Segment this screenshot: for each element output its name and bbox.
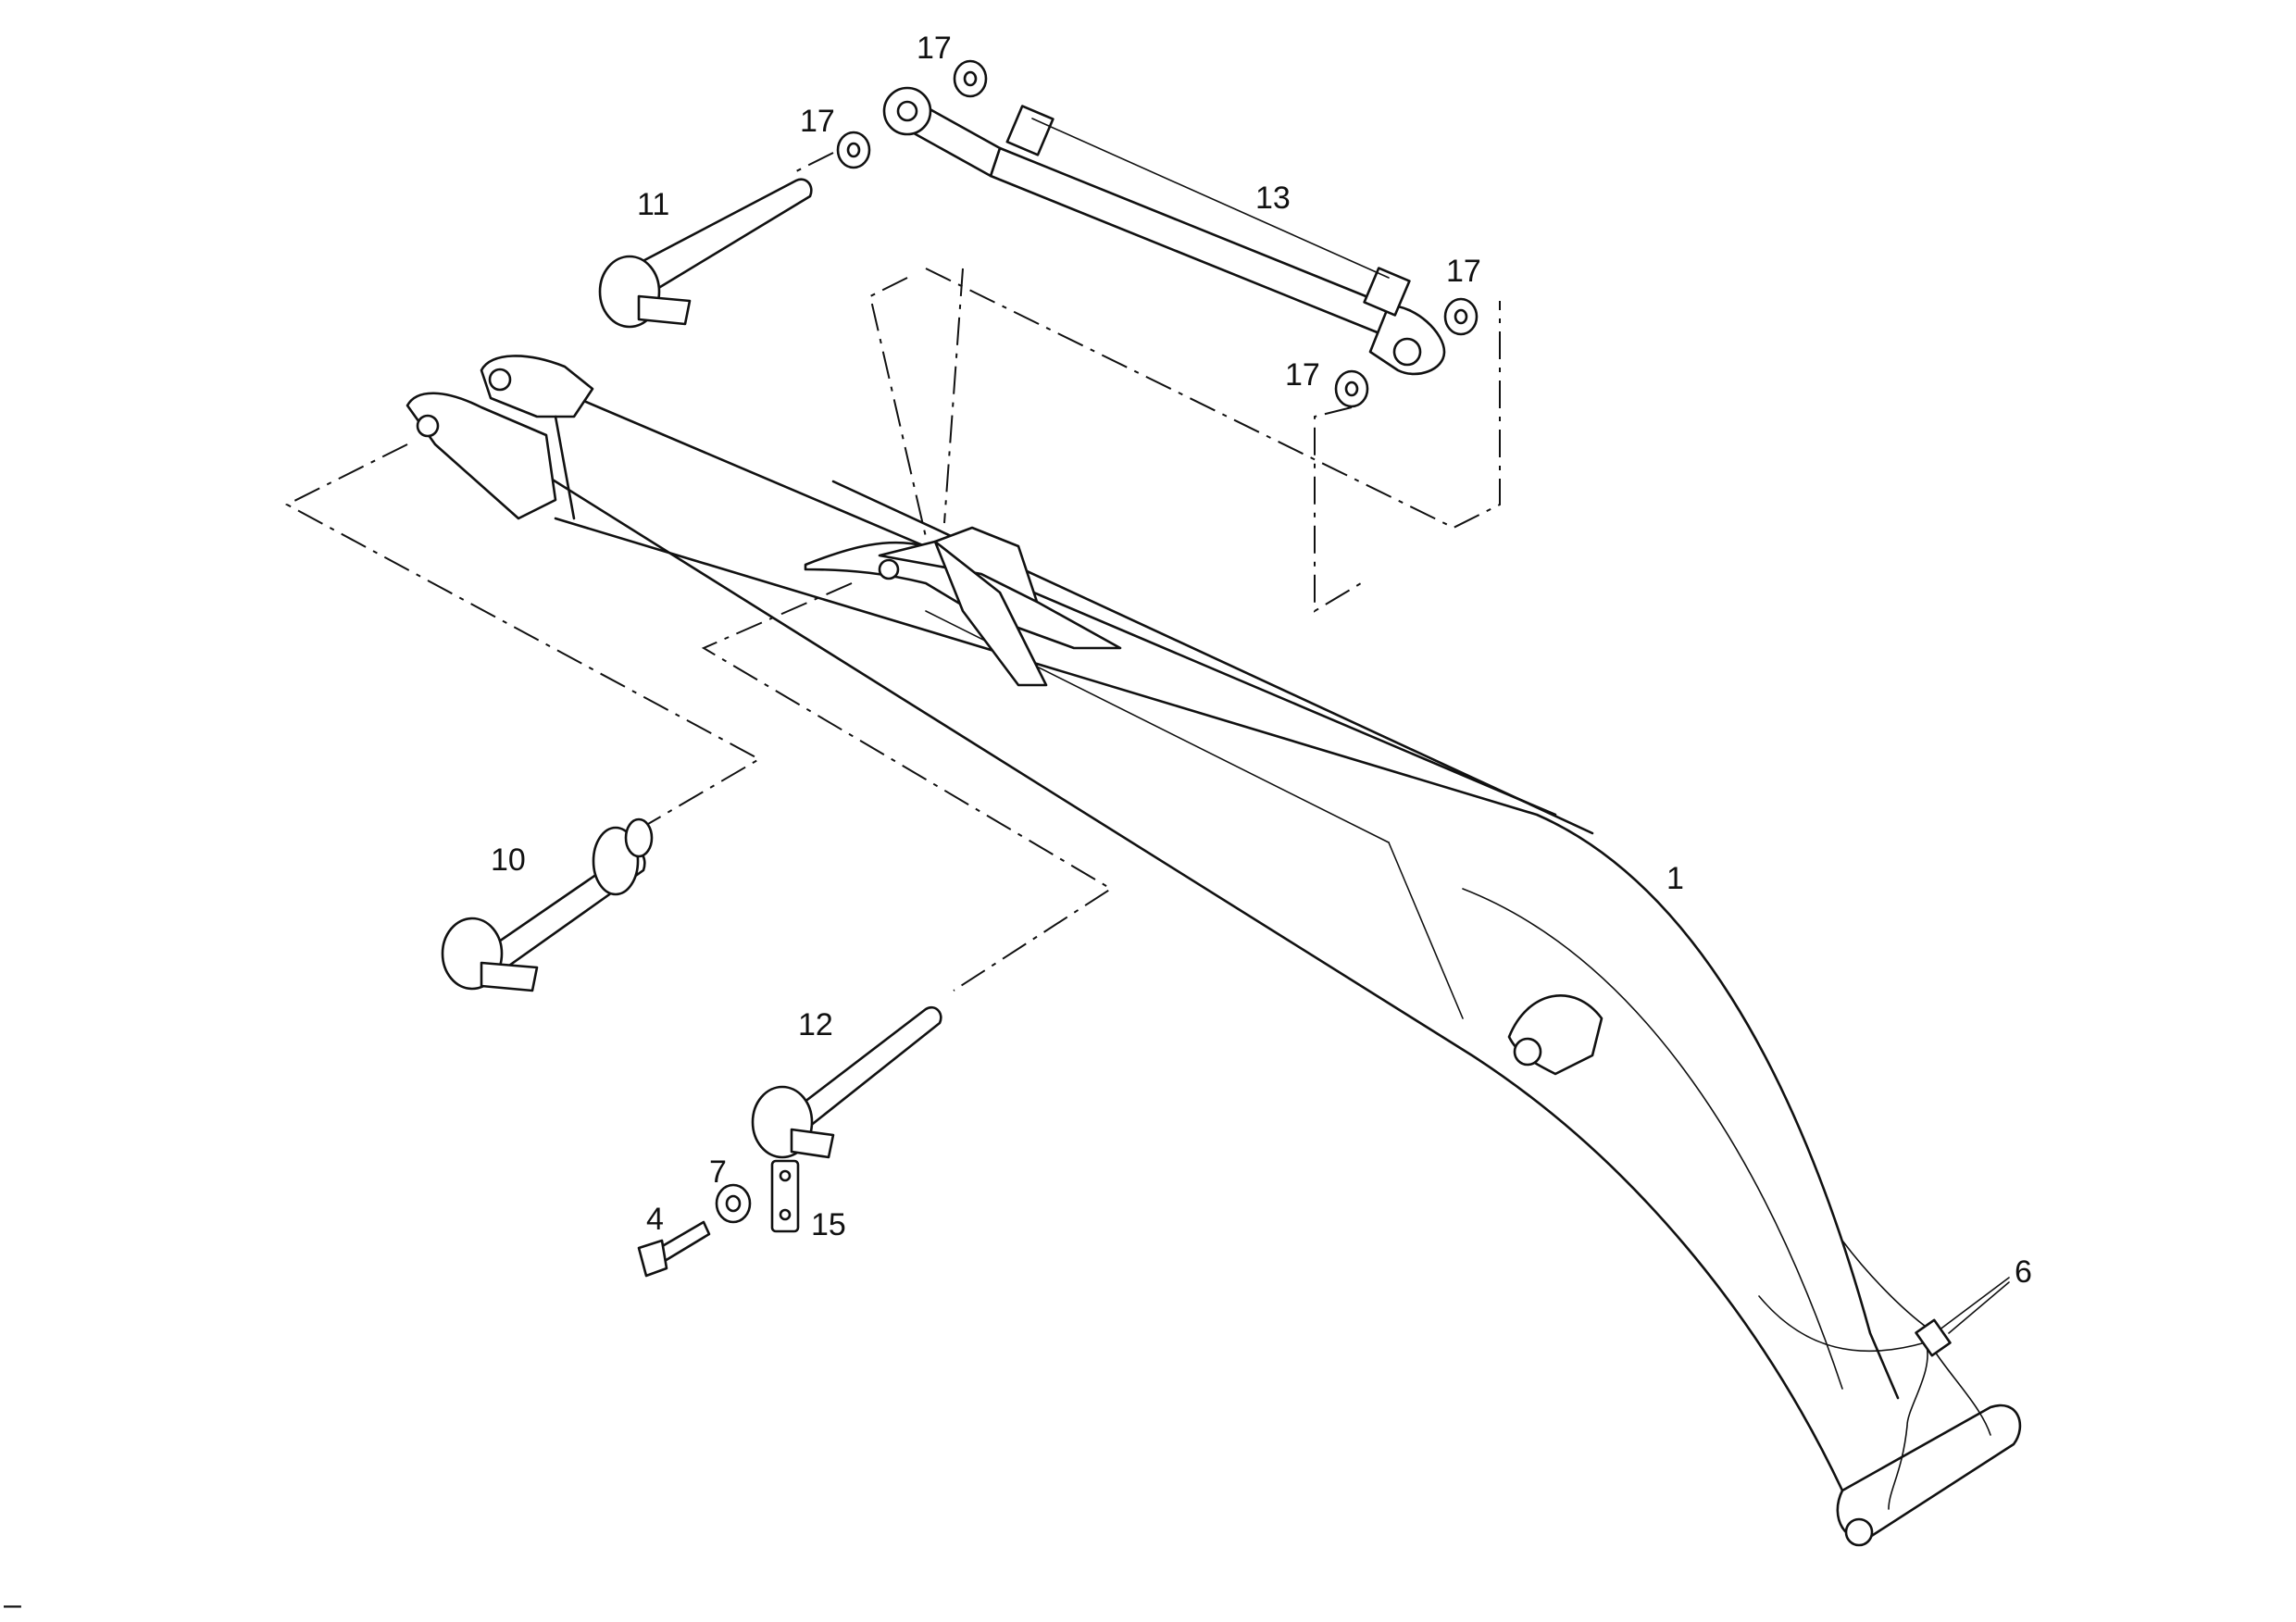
- label-17-lower: 17: [1285, 357, 1320, 393]
- label-12: 12: [798, 1007, 833, 1042]
- pin-10: [441, 817, 654, 992]
- label-13: 13: [1255, 181, 1291, 216]
- label-leaders: [1948, 1281, 2010, 1334]
- label-1: 1: [1666, 861, 1684, 896]
- label-17-left: 17: [800, 104, 835, 139]
- spacers-17: [836, 59, 1479, 408]
- label-15: 15: [811, 1207, 846, 1242]
- lock-plate-15: [770, 1159, 800, 1233]
- label-17-right: 17: [1446, 254, 1481, 289]
- label-6: 6: [2015, 1254, 2032, 1290]
- label-11: 11: [637, 187, 669, 222]
- assembly-centerlines: [284, 152, 1501, 992]
- label-7: 7: [709, 1154, 727, 1190]
- bolt-4: [637, 1220, 711, 1278]
- label-4: 4: [646, 1202, 664, 1237]
- pin-11: [598, 178, 813, 329]
- boom-part: [406, 355, 2022, 1547]
- pin-12: [751, 1005, 942, 1159]
- label-17-top: 17: [917, 31, 952, 66]
- hydraulic-cylinder: [882, 86, 1446, 376]
- washer-7: [715, 1183, 752, 1224]
- corner-mark: –: [4, 1587, 21, 1622]
- label-10: 10: [491, 842, 526, 878]
